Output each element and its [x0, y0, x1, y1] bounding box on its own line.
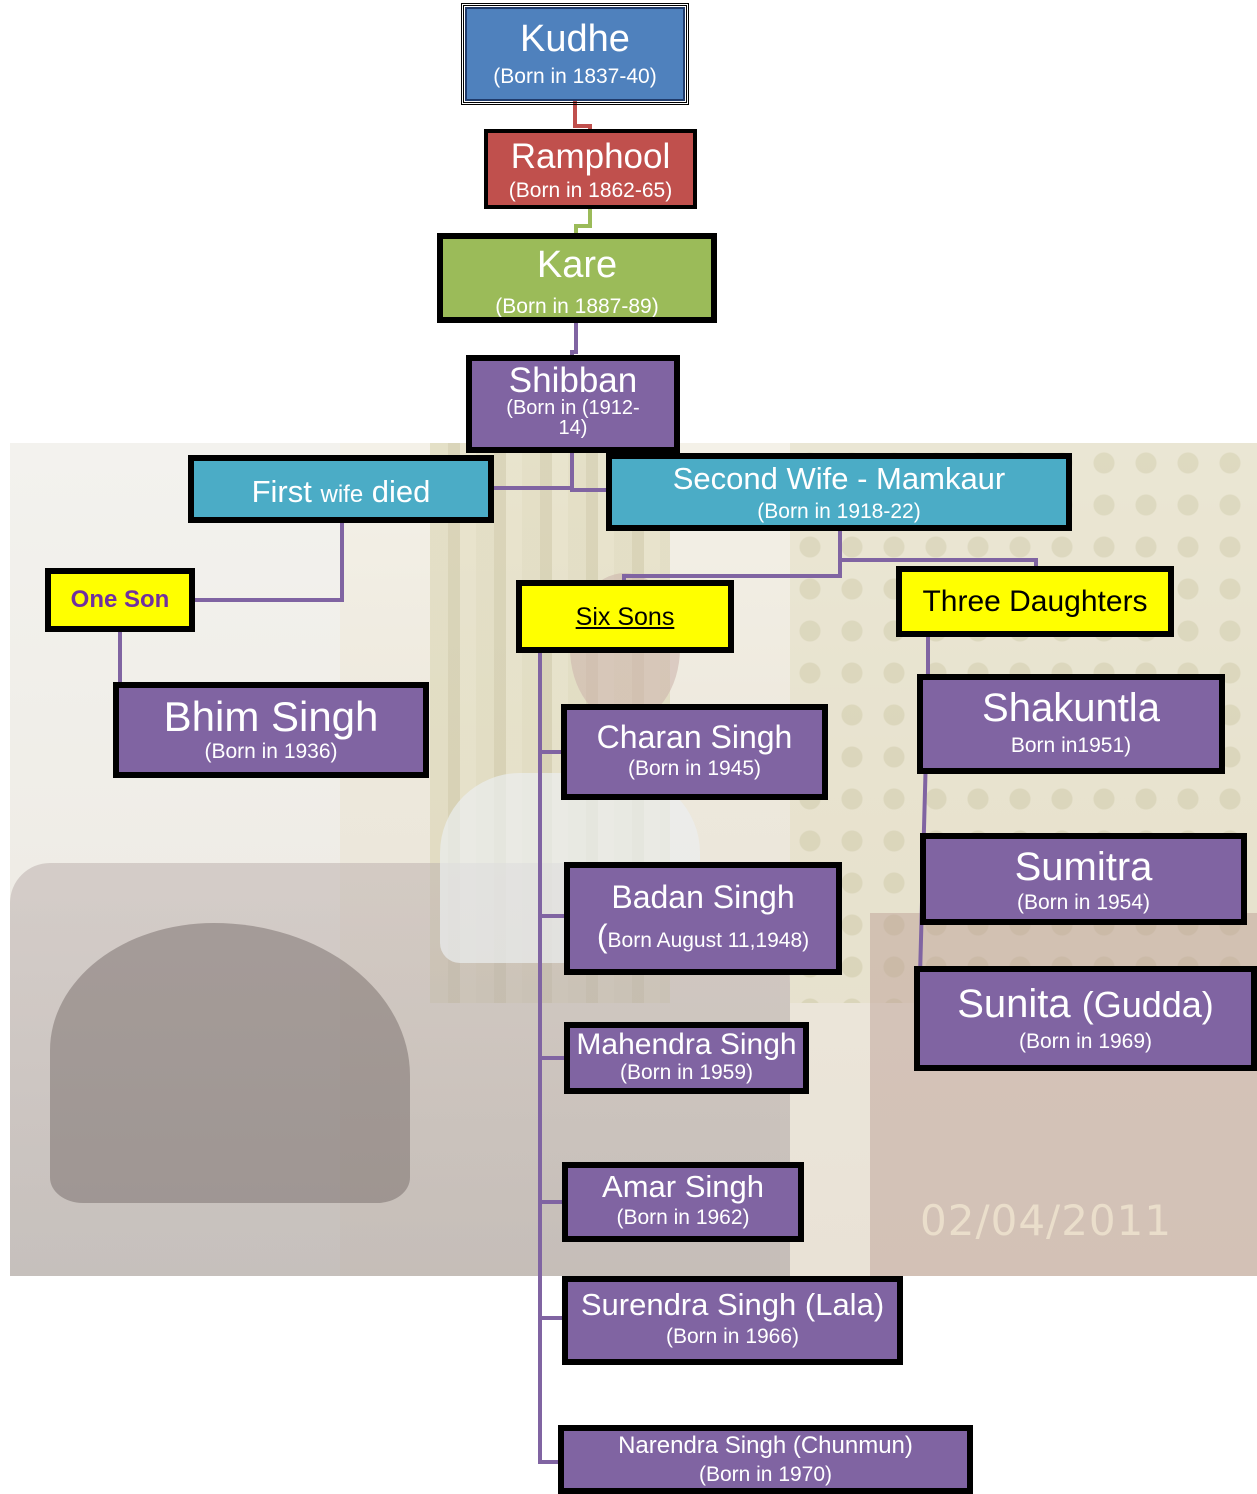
node-sumitra-born: (Born in 1954) [1016, 891, 1151, 914]
node-six-sons-label: Six Sons [575, 603, 675, 631]
node-sunita-born: (Born in 1969) [1018, 1030, 1153, 1053]
node-three-daughters-label: Three Daughters [922, 585, 1148, 618]
node-charan-singh-name: Charan Singh [596, 719, 793, 755]
node-sunita-name-main: Sunita [957, 982, 1071, 1026]
connector-kudhe-ramphool [573, 100, 592, 131]
node-first-wife: First wife died [188, 455, 494, 523]
node-bhim-singh: Bhim Singh (Born in 1936) [113, 682, 429, 778]
node-sunita-name: Sunita (Gudda) [920, 982, 1251, 1026]
node-second-wife-name: Second Wife - Mamkaur [672, 461, 1006, 496]
photo-date-stamp: 02/04/2011 [920, 1196, 1173, 1245]
node-bhim-singh-name: Bhim Singh [163, 693, 379, 740]
node-second-wife-born: (Born in 1918-22) [757, 500, 921, 524]
node-narendra-singh: Narendra Singh (Chunmun) (Born in 1970) [558, 1425, 973, 1494]
node-kudhe-name: Kudhe [520, 18, 630, 60]
node-bhim-singh-born: (Born in 1936) [204, 740, 338, 764]
node-narendra-singh-born: (Born in 1970) [698, 1463, 833, 1487]
node-one-son-label: One Son [70, 586, 170, 613]
node-mahendra-singh-born: (Born in 1959) [619, 1061, 754, 1084]
connector-kare-shibban [570, 322, 578, 358]
node-shakuntla: Shakuntla Born in1951) [917, 674, 1225, 774]
node-surendra-singh-name: Surendra Singh (Lala) [580, 1287, 885, 1322]
connector-sons-trunk [538, 650, 564, 1464]
node-amar-singh-name: Amar Singh [602, 1169, 764, 1204]
node-first-wife-word1: First [251, 474, 312, 509]
node-sumitra: Sumitra (Born in 1954) [920, 833, 1247, 925]
connector-secondwife-children [838, 528, 1038, 570]
node-charan-singh-born: (Born in 1945) [627, 757, 762, 781]
node-six-sons: Six Sons [516, 580, 734, 653]
node-badan-singh-name: Badan Singh [611, 879, 795, 915]
node-shakuntla-born: Born in1951) [1010, 734, 1132, 757]
node-sunita-nickname: (Gudda) [1081, 984, 1214, 1025]
node-surendra-singh: Surendra Singh (Lala) (Born in 1966) [562, 1276, 903, 1365]
node-kudhe-born: (Born in 1837-40) [493, 64, 657, 88]
node-first-wife-word3: died [371, 474, 431, 509]
node-amar-singh-born: (Born in 1962) [616, 1206, 750, 1230]
photo-dark-figure [50, 923, 410, 1203]
node-kare: Kare (Born in 1887-89) [437, 233, 717, 323]
node-mahendra-singh-name: Mahendra Singh [576, 1028, 797, 1061]
node-shibban-born-line1: (Born in (1912- [506, 397, 640, 419]
node-mahendra-singh: Mahendra Singh (Born in 1959) [564, 1022, 809, 1094]
node-surendra-singh-born: (Born in 1966) [665, 1325, 800, 1349]
node-first-wife-word2: wife [320, 481, 364, 508]
node-shibban: Shibban (Born in (1912- 14) [466, 355, 680, 453]
node-charan-singh: Charan Singh (Born in 1945) [561, 704, 828, 800]
node-first-wife-label: First wife died [194, 474, 488, 509]
node-shakuntla-name: Shakuntla [982, 686, 1160, 730]
node-ramphool-name: Ramphool [510, 137, 671, 176]
connector-firstwife-oneson [190, 520, 344, 602]
node-shibban-name: Shibban [508, 361, 638, 400]
node-badan-singh: Badan Singh (Born August 11,1948) [564, 862, 842, 975]
node-ramphool-born: (Born in 1862-65) [508, 178, 673, 202]
node-sumitra-name: Sumitra [1014, 845, 1153, 889]
node-ramphool: Ramphool (Born in 1862-65) [484, 129, 697, 209]
node-second-wife: Second Wife - Mamkaur (Born in 1918-22) [606, 453, 1072, 531]
node-one-son: One Son [45, 568, 195, 632]
node-kare-born: (Born in 1887-89) [495, 294, 659, 318]
node-amar-singh: Amar Singh (Born in 1962) [562, 1162, 804, 1242]
node-sunita: Sunita (Gudda) (Born in 1969) [914, 966, 1257, 1071]
node-badan-singh-born-line: (Born August 11,1948) [570, 919, 836, 954]
node-shibban-born-line2: 14) [558, 417, 588, 439]
node-narendra-singh-name: Narendra Singh (Chunmun) [618, 1432, 913, 1459]
node-badan-singh-paren: ( [596, 918, 608, 955]
connector-ramphool-kare [574, 206, 592, 236]
node-three-daughters: Three Daughters [896, 566, 1174, 637]
node-kare-name: Kare [536, 244, 618, 286]
connector-shibban-wives [570, 450, 610, 492]
connector-secondwife-sixsons [622, 560, 842, 583]
node-kudhe: Kudhe (Born in 1837-40) [461, 3, 689, 105]
node-badan-singh-born: Born August 11,1948) [607, 929, 810, 953]
